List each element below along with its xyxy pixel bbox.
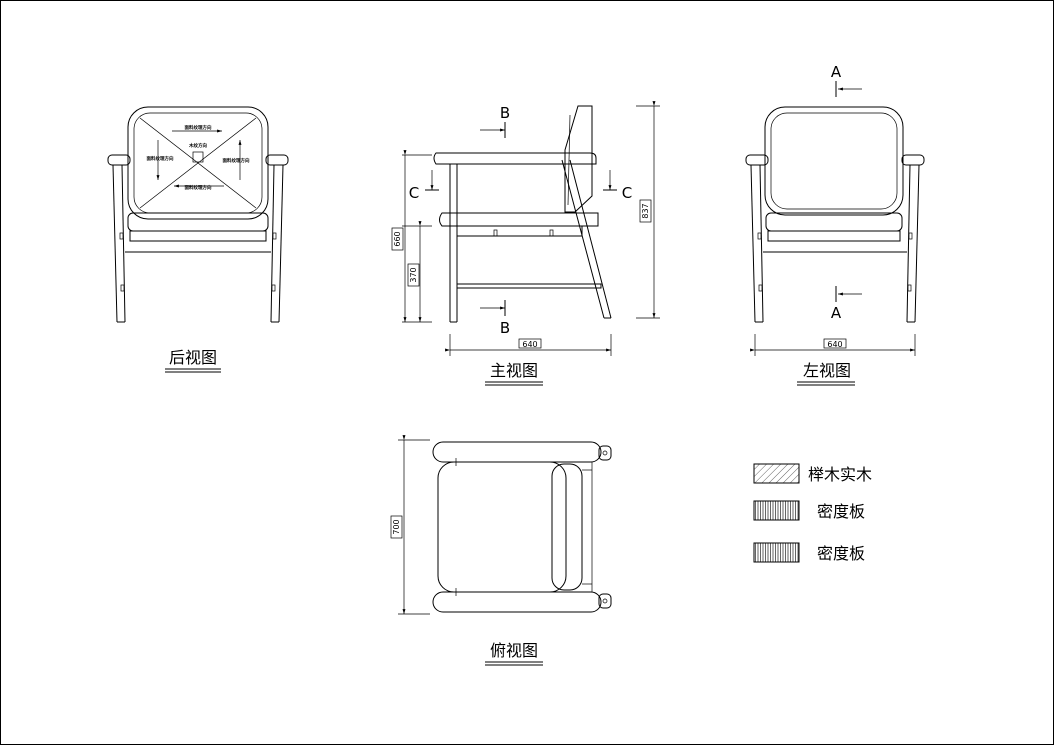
section-mark-b-bottom: B — [500, 319, 510, 337]
section-mark-a-bottom: A — [831, 304, 842, 322]
legend-label-beech: 榉木实木 — [808, 465, 872, 484]
dim-front-width: 640 — [522, 340, 537, 349]
section-mark-b-top: B — [500, 104, 510, 122]
section-mark-c-right: C — [622, 184, 632, 202]
legend-label-mdf-2: 密度板 — [817, 544, 865, 563]
rear-note-right: 面料纹理方向 — [223, 157, 250, 164]
legend-swatch-mdf-1 — [753, 500, 800, 521]
rear-note-top: 面料纹理方向 — [185, 124, 212, 131]
rear-view-title: 后视图 — [169, 348, 217, 367]
dim-left-width: 640 — [827, 340, 842, 349]
rear-note-left: 面料纹理方向 — [147, 155, 174, 162]
section-mark-c-left: C — [409, 184, 419, 202]
dim-depth: 700 — [392, 519, 401, 534]
rear-view: 面料纹理方向 面料纹理方向 面料纹理方向 面料纹理方向 木纹方向 后视图 — [107, 106, 289, 373]
front-view: 660 370 837 640 B B C C 主视图 — [391, 101, 660, 386]
dim-total-height: 837 — [641, 203, 650, 218]
top-view-title: 俯视图 — [490, 641, 538, 660]
rear-note-center: 木纹方向 — [188, 142, 207, 149]
dim-arm-height: 660 — [393, 231, 402, 246]
legend-label-mdf-1: 密度板 — [817, 502, 865, 521]
left-view-title: 左视图 — [803, 361, 851, 380]
legend-swatch-beech — [753, 463, 800, 484]
dim-seat-height: 370 — [409, 267, 418, 282]
top-view: 700 俯视图 — [390, 435, 612, 666]
legend-swatch-mdf-2 — [753, 542, 800, 563]
left-view: A A 640 左视图 — [745, 63, 925, 386]
material-legend: 榉木实木 密度板 密度板 — [753, 463, 872, 563]
front-view-title: 主视图 — [490, 361, 538, 380]
section-mark-a-top: A — [831, 63, 842, 81]
rear-note-bottom: 面料纹理方向 — [185, 184, 212, 191]
